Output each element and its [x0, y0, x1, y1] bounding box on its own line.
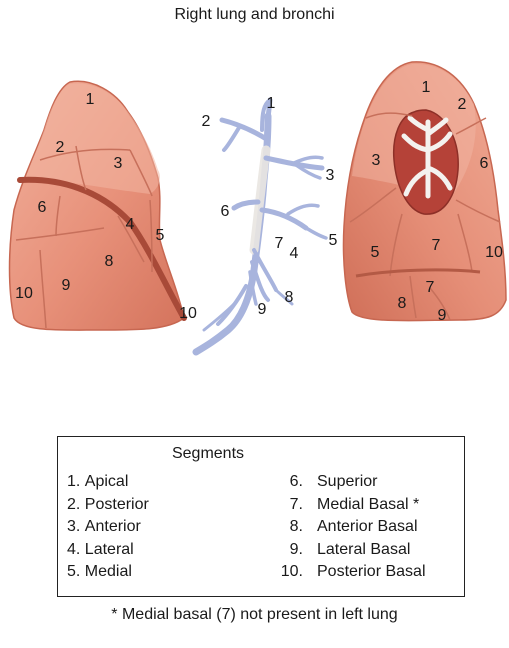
label-medial-9: 9: [438, 307, 447, 324]
label-bronchi-9: 9: [258, 301, 267, 318]
legend-item: 7Medial Basal *: [270, 494, 465, 517]
legend-item: 10Posterior Basal: [270, 561, 465, 584]
legend-item: 3Anterior: [67, 516, 237, 539]
label-medial-7: 7: [432, 237, 441, 254]
legend-title: Segments: [58, 445, 358, 463]
label-bronchi-5: 5: [329, 232, 338, 249]
legend-item: 5Medial: [67, 561, 237, 584]
label-lateral-10: 10: [15, 285, 33, 302]
label-medial-10: 10: [485, 244, 503, 261]
label-medial-8: 8: [398, 295, 407, 312]
lung-lateral-view: [10, 81, 185, 330]
label-lateral-4: 4: [126, 216, 135, 233]
label-lateral-2: 2: [56, 139, 65, 156]
label-lateral-1: 1: [86, 91, 95, 108]
bronchial-tree: [196, 100, 326, 420]
label-lateral-3: 3: [114, 155, 123, 172]
legend-column-right: 6Superior 7Medial Basal * 8Anterior Basa…: [270, 471, 465, 584]
footnote: * Medial basal (7) not present in left l…: [0, 606, 509, 624]
label-bronchi-2: 2: [202, 113, 211, 130]
label-medial-2: 2: [458, 96, 467, 113]
legend-item: 2Posterior: [67, 494, 237, 517]
legend-item: 1Apical: [67, 471, 237, 494]
label-medial-6: 6: [480, 155, 489, 172]
label-bronchi-10: 10: [179, 305, 197, 322]
lung-diagram: 1 2 3 6 4 5 8 10 9 1 2 3 6 7 4 5 10 9 8 …: [0, 0, 509, 430]
label-lateral-5: 5: [156, 227, 165, 244]
label-medial-3: 3: [372, 152, 381, 169]
segments-legend: Segments 1Apical 2Posterior 3Anterior 4L…: [57, 436, 465, 597]
legend-item: 8Anterior Basal: [270, 516, 465, 539]
label-bronchi-8: 8: [285, 289, 294, 306]
label-medial-5: 5: [371, 244, 380, 261]
label-lateral-9: 9: [62, 277, 71, 294]
label-bronchi-4: 4: [290, 245, 299, 262]
legend-column-left: 1Apical 2Posterior 3Anterior 4Lateral 5M…: [67, 471, 237, 584]
label-medial-1: 1: [422, 79, 431, 96]
label-lateral-6: 6: [38, 199, 47, 216]
label-bronchi-3: 3: [326, 167, 335, 184]
legend-item: 6Superior: [270, 471, 465, 494]
legend-item: 4Lateral: [67, 539, 237, 562]
label-bronchi-6: 6: [221, 203, 230, 220]
label-bronchi-7: 7: [275, 235, 284, 252]
label-bronchi-1: 1: [267, 95, 276, 112]
label-lateral-8: 8: [105, 253, 114, 270]
label-medial-7-lower: 7: [426, 279, 435, 296]
legend-item: 9Lateral Basal: [270, 539, 465, 562]
